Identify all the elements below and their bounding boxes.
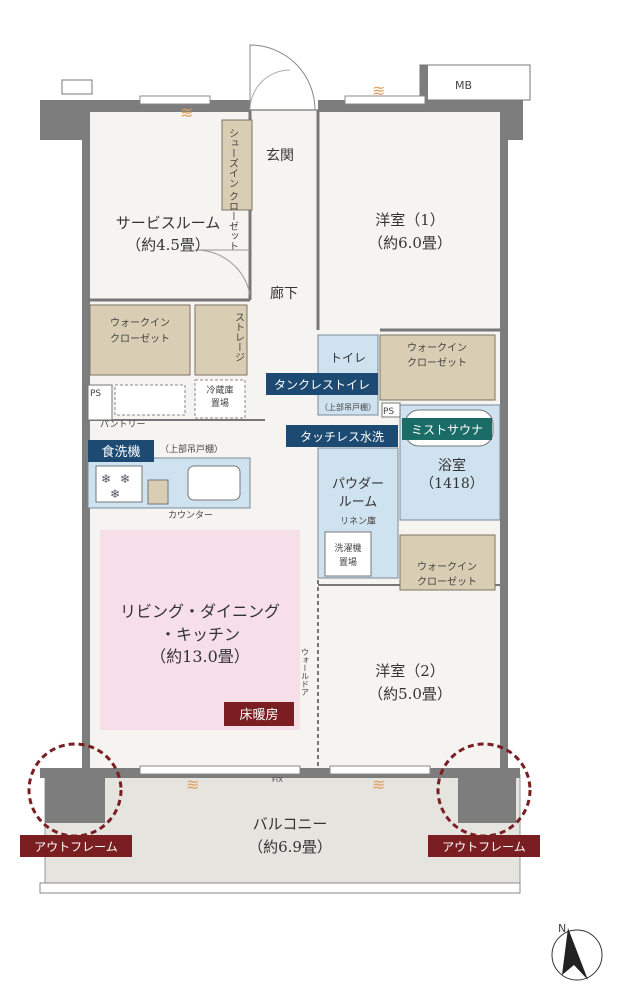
wall-right	[500, 100, 508, 775]
western1-size: （約6.0畳）	[368, 234, 452, 252]
wall-left	[82, 100, 90, 775]
wic-service-label-1: ウォークイン	[110, 317, 170, 329]
western2-size: （約5.0畳）	[368, 685, 452, 703]
hallway-label: 廊下	[270, 285, 298, 302]
badge-outframe-right: アウトフレーム	[442, 840, 526, 854]
mb-box	[419, 64, 531, 101]
ac-unit-top-left	[61, 79, 93, 95]
wic-room2-label-2: クローゼット	[417, 576, 477, 588]
sink	[187, 465, 241, 501]
ps-right-label: PS	[383, 407, 394, 417]
column-top-left	[40, 100, 85, 140]
badge-outframe-right-bg	[428, 835, 540, 857]
bath-size: （1418）	[420, 476, 484, 492]
window-top-right	[344, 95, 426, 105]
shoes-closet	[221, 119, 253, 211]
upper-cabinet-label: （上部吊戸棚）	[160, 443, 223, 455]
dishwasher-slot	[147, 479, 169, 505]
badge-mist-sauna-bg	[402, 418, 492, 440]
vent-icon-2: ≋	[372, 81, 385, 100]
shoes-closet-label: シューズイン クローゼット	[227, 128, 239, 251]
badge-dishwasher: 食洗機	[101, 444, 140, 460]
western1-label: 洋室（1）	[375, 211, 445, 229]
vent-icon-1: ≋	[180, 103, 193, 122]
toilet-label: トイレ	[330, 351, 366, 365]
storage-label: ストレージ	[233, 312, 244, 362]
floor-heating-area	[100, 530, 300, 730]
linen-label: リネン庫	[340, 515, 376, 527]
mb-label: MB	[455, 79, 472, 92]
wic-room2-label-1: ウォークイン	[417, 561, 477, 573]
fridge-label-2: 置場	[211, 397, 229, 409]
badge-touchless-bg	[286, 425, 398, 447]
washer-label-2: 置場	[339, 556, 357, 568]
pantry-label: パントリー	[100, 419, 145, 430]
window-top-left	[139, 95, 211, 105]
ldk-label-1: リビング・ダイニング	[120, 602, 280, 621]
wic-room2	[399, 534, 496, 591]
entrance-door-arc	[249, 69, 291, 111]
badge-outframe-left: アウトフレーム	[34, 840, 118, 854]
burner-icon-1: ❄	[101, 472, 111, 486]
ps-right	[381, 402, 401, 418]
column-bottom-left	[45, 768, 105, 823]
entrance-label: 玄関	[266, 147, 294, 164]
compass-north-label: N	[558, 922, 566, 935]
fridge-space	[194, 379, 246, 419]
wic-service-label-2: クローゼット	[110, 333, 170, 345]
badge-floor-heating-bg	[224, 702, 294, 726]
wic-room1-label-1: ウォークイン	[407, 342, 467, 354]
toilet-shelf-label: （上部吊戸棚）	[320, 402, 376, 412]
service-room-size: （約4.5畳）	[126, 236, 210, 254]
bath-label: 浴室	[438, 457, 466, 474]
badge-tankless: タンクレストイレ	[274, 378, 370, 392]
badge-outframe-left-bg	[20, 835, 132, 857]
ldk-label-2: ・キッチン	[160, 625, 240, 644]
balcony-area	[44, 774, 521, 886]
column-top-right	[505, 100, 523, 140]
western2-label: 洋室（2）	[375, 662, 445, 680]
service-room-label: サービスルーム	[116, 214, 221, 232]
fix-label: FIX	[272, 776, 283, 784]
fridge-label-1: 冷蔵庫	[206, 384, 233, 396]
wall-door-label: ウォールドア	[301, 648, 310, 696]
washer-space	[324, 531, 372, 577]
compass-needle-icon	[562, 928, 588, 980]
badge-mist-sauna: ミストサウナ	[411, 423, 483, 437]
badge-touchless: タッチレス水洗	[300, 430, 384, 444]
mb-wall	[420, 65, 428, 100]
burner-icon-2: ❄	[120, 472, 130, 486]
stove	[95, 465, 143, 503]
badge-dishwasher-bg	[88, 440, 154, 462]
column-bottom-right	[458, 768, 516, 823]
entrance-door-swing	[249, 44, 316, 111]
ldk-size: （約13.0畳）	[150, 647, 250, 666]
pantry	[114, 384, 186, 416]
washer-label-1: 洗濯機	[334, 542, 361, 554]
badge-floor-heating: 床暖房	[239, 707, 278, 723]
counter-label: カウンター	[168, 510, 213, 521]
powder-label-1: パウダー	[332, 477, 384, 492]
balcony-label: バルコニー	[253, 815, 328, 833]
wic-room1-label-2: クローゼット	[407, 357, 467, 369]
wic-room1	[379, 334, 496, 401]
window-bottom-left	[139, 765, 301, 775]
wic-service	[89, 304, 191, 376]
badge-tankless-bg	[266, 373, 378, 395]
ps-left-label: PS	[90, 389, 101, 399]
vent-icon-3: ≋	[186, 775, 199, 794]
burner-icon-3: ❄	[110, 487, 120, 501]
balcony-size: （約6.9畳）	[248, 838, 332, 856]
vent-icon-4: ≋	[372, 775, 385, 794]
compass-ring	[551, 929, 603, 981]
window-bottom-right	[329, 765, 431, 775]
storage	[194, 304, 248, 376]
ps-left	[87, 384, 113, 421]
powder-label-2: ルーム	[339, 495, 378, 510]
balcony-rail	[39, 882, 521, 894]
service-door-swing	[194, 249, 251, 296]
